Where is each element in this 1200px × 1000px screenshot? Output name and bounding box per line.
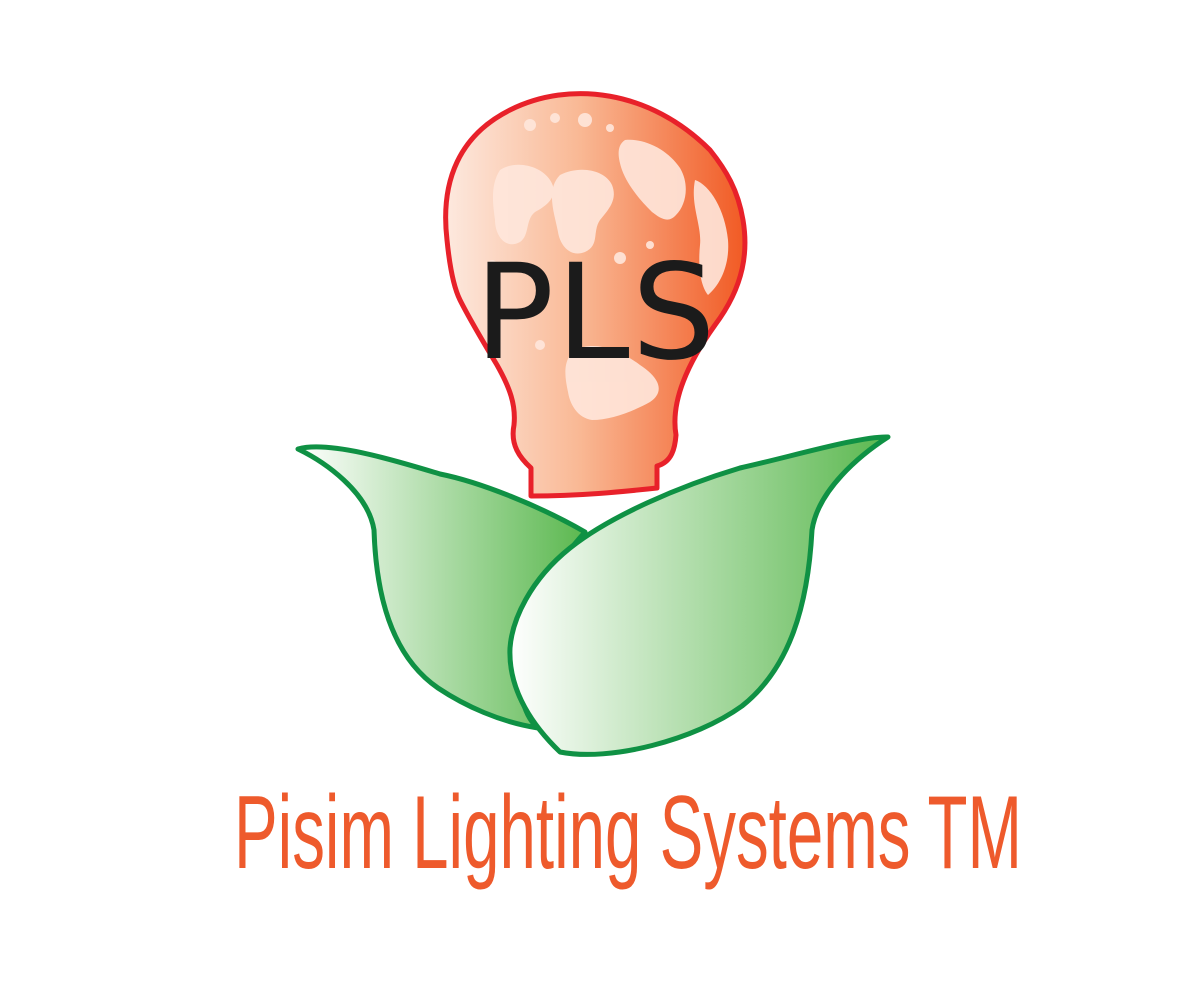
leaf-icon-right — [507, 434, 891, 757]
globe-icon — [487, 113, 729, 420]
company-name: Pisim Lighting Systems TM — [234, 775, 1022, 891]
monogram-text: PLS — [475, 236, 718, 390]
